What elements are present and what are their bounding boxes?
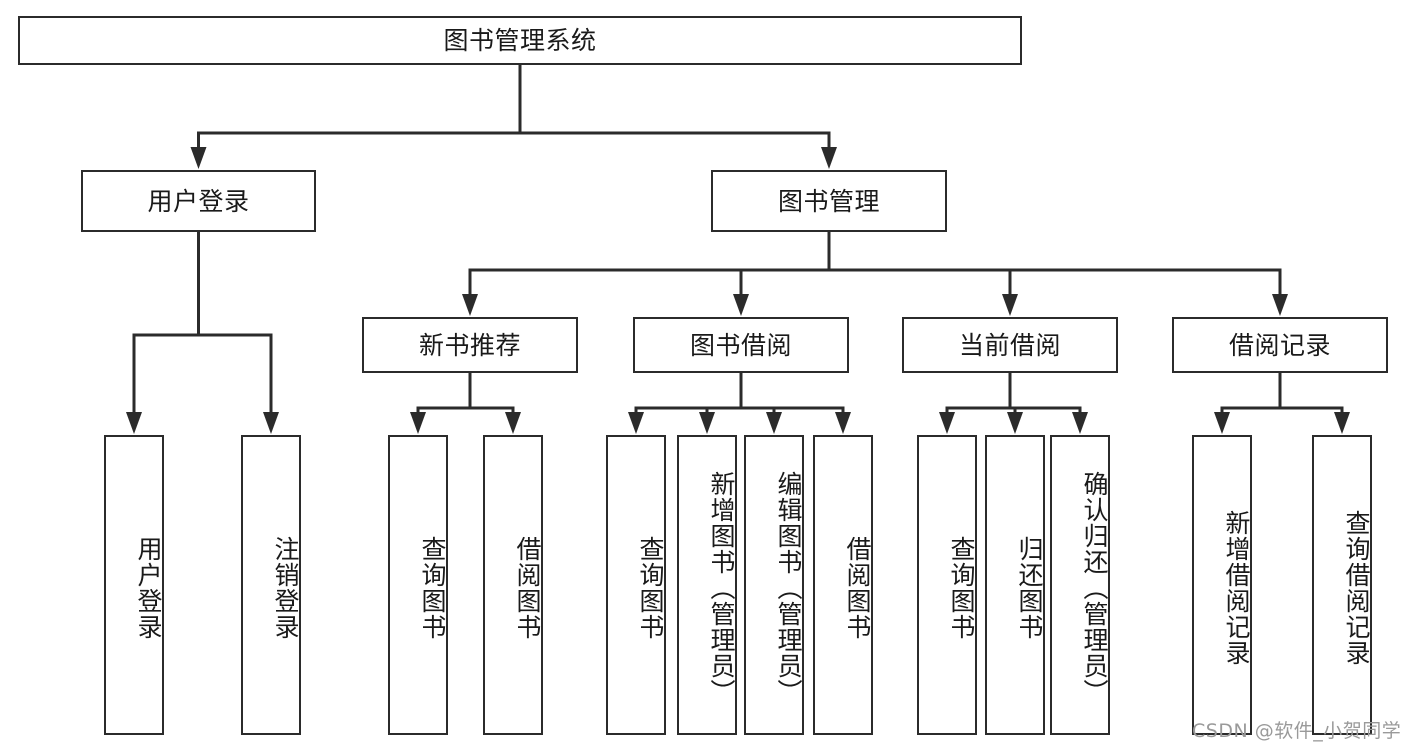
node-label: 用户登录	[147, 186, 250, 216]
node-leaf-logout[interactable]: 注销登录	[241, 435, 301, 735]
node-label: 新增图书（管理员）	[707, 471, 736, 705]
node-label: 新增借阅记录	[1222, 510, 1251, 666]
node-book-borrow[interactable]: 图书借阅	[633, 317, 849, 373]
node-label: 确认归还（管理员）	[1080, 471, 1109, 705]
node-book-manage[interactable]: 图书管理	[711, 170, 947, 232]
node-leaf-query-record[interactable]: 查询借阅记录	[1312, 435, 1372, 735]
node-label: 查询图书	[947, 536, 976, 640]
node-leaf-borrow-book-1[interactable]: 借阅图书	[483, 435, 543, 735]
node-leaf-query-book-1[interactable]: 查询图书	[388, 435, 448, 735]
node-label: 图书管理	[777, 186, 880, 216]
node-leaf-add-record[interactable]: 新增借阅记录	[1192, 435, 1252, 735]
node-label: 借阅图书	[843, 536, 872, 640]
node-label: 图书管理系统	[443, 26, 597, 55]
node-label: 查询图书	[636, 536, 665, 640]
node-leaf-return-book[interactable]: 归还图书	[985, 435, 1045, 735]
node-label: 用户登录	[134, 536, 163, 640]
node-label: 归还图书	[1015, 536, 1044, 640]
node-label: 查询图书	[418, 536, 447, 640]
node-user-login[interactable]: 用户登录	[81, 170, 316, 232]
node-label: 当前借阅	[958, 330, 1061, 360]
node-label: 图书借阅	[689, 330, 792, 360]
node-label: 查询借阅记录	[1342, 510, 1371, 666]
node-borrow-record[interactable]: 借阅记录	[1172, 317, 1388, 373]
node-root[interactable]: 图书管理系统	[18, 16, 1022, 65]
node-leaf-edit-book[interactable]: 编辑图书（管理员）	[744, 435, 804, 735]
node-label: 借阅记录	[1228, 330, 1331, 360]
node-label: 借阅图书	[513, 536, 542, 640]
node-leaf-add-book[interactable]: 新增图书（管理员）	[677, 435, 737, 735]
node-new-book-rec[interactable]: 新书推荐	[362, 317, 578, 373]
node-leaf-query-book-2[interactable]: 查询图书	[606, 435, 666, 735]
node-leaf-confirm-return[interactable]: 确认归还（管理员）	[1050, 435, 1110, 735]
node-leaf-user-login[interactable]: 用户登录	[104, 435, 164, 735]
node-label: 注销登录	[271, 536, 300, 640]
node-leaf-query-book-3[interactable]: 查询图书	[917, 435, 977, 735]
node-current-borrow[interactable]: 当前借阅	[902, 317, 1118, 373]
node-label: 编辑图书（管理员）	[774, 471, 803, 705]
node-leaf-borrow-book-2[interactable]: 借阅图书	[813, 435, 873, 735]
node-label: 新书推荐	[418, 330, 521, 360]
watermark-label: CSDN @软件_小贺同学	[1192, 720, 1402, 742]
